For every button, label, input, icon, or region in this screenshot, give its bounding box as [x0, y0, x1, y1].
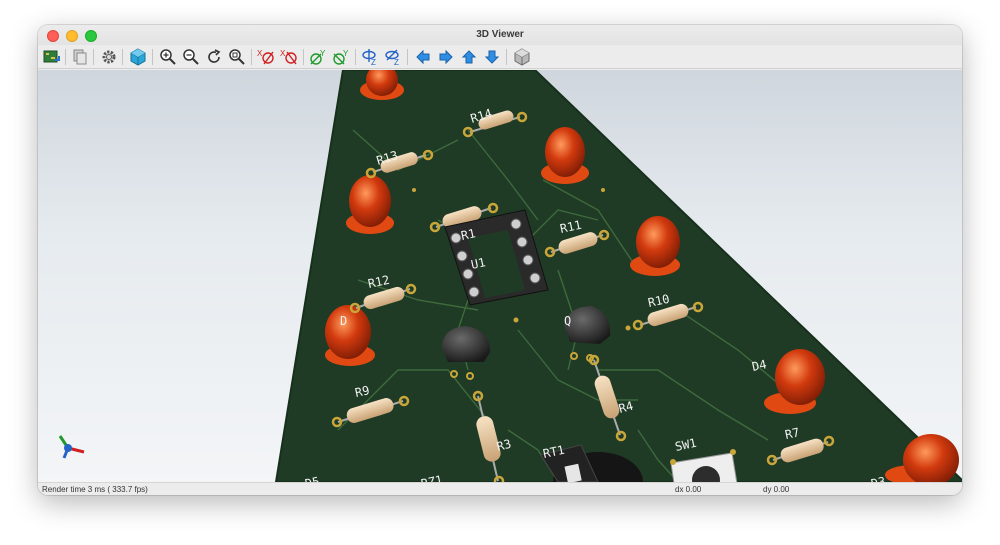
label-r9: R9 [354, 383, 371, 400]
move-down-button[interactable] [482, 47, 502, 67]
zoom-out-icon [183, 49, 199, 65]
thermistor-rt1 [540, 444, 643, 482]
resistor-r3 [472, 390, 505, 482]
arrow-up-icon [461, 50, 477, 64]
label-r4: R4 [617, 399, 635, 416]
render-time-text: Render time 3 ms ( 333.7 fps) [42, 485, 148, 494]
window-title: 3D Viewer [476, 29, 524, 40]
redraw-icon [208, 49, 221, 63]
resistor-r14 [462, 110, 528, 138]
resistor-r7 [766, 435, 835, 466]
label-r13: R13 [375, 148, 400, 168]
zoom-in-button[interactable] [158, 47, 178, 67]
svg-text:Y: Y [343, 49, 349, 58]
gear-icon [102, 50, 116, 64]
title-bar: 3D Viewer [38, 25, 962, 45]
led-d7 [630, 216, 680, 276]
rotate-x-ccw-button[interactable]: X [279, 47, 299, 67]
svg-text:Z: Z [394, 58, 399, 66]
label-d2: D [340, 314, 347, 328]
3d-viewer-window: 3D Viewer [38, 25, 962, 495]
resistor-r13 [365, 149, 434, 179]
led-d8 [541, 127, 589, 184]
preferences-button[interactable] [99, 47, 119, 67]
label-rz1: RZ1 [420, 473, 444, 482]
label-rt1: RT1 [542, 443, 566, 461]
rotate-x-ccw-icon: X [280, 49, 297, 65]
maximize-window-button[interactable] [85, 30, 97, 42]
led-d6 [346, 175, 394, 234]
resistor-r1 [429, 202, 499, 233]
move-up-button[interactable] [459, 47, 479, 67]
pcb-3d-view[interactable]: R14 R13 R1 R11 U1 R12 R10 Q D R9 R4 R3 D… [38, 70, 962, 482]
label-u1: U1 [470, 255, 487, 272]
copy-image-button[interactable] [70, 47, 90, 67]
label-d4: D4 [751, 357, 768, 374]
ortho-cube-icon [514, 48, 530, 66]
zoom-fit-button[interactable] [227, 47, 247, 67]
transistor-q2 [442, 326, 490, 380]
copy-icon [73, 49, 87, 65]
toolbar: X X Y Y [38, 45, 962, 69]
rotate-y-cw-button[interactable]: Y [308, 47, 328, 67]
transistor-q1 [564, 306, 611, 362]
label-r12: R12 [367, 273, 391, 291]
rotate-z-cw-button[interactable]: Z [360, 47, 380, 67]
led-d2 [325, 305, 375, 366]
label-r3: R3 [495, 437, 513, 454]
reload-board-button[interactable] [42, 47, 62, 67]
rotate-x-cw-icon: X [257, 49, 274, 65]
rotate-y-ccw-button[interactable]: Y [331, 47, 351, 67]
resistor-r9 [331, 395, 410, 428]
svg-text:Z: Z [371, 58, 376, 66]
resistor-r12 [349, 283, 417, 314]
resistor-r11 [544, 229, 610, 258]
label-q1: Q [564, 314, 571, 328]
dy-readout: dy 0.00 [763, 485, 790, 494]
vias [412, 188, 631, 331]
label-r1: R1 [460, 226, 477, 243]
rotate-z-cw-icon: Z [362, 49, 376, 66]
label-d3: D3 [870, 474, 887, 482]
label-r7: R7 [784, 425, 801, 442]
close-window-button[interactable] [47, 30, 59, 42]
svg-text:X: X [257, 49, 263, 58]
svg-text:X: X [280, 49, 286, 58]
arrow-right-icon [439, 49, 453, 65]
zoom-fit-icon [229, 49, 245, 65]
led-d-top [360, 70, 404, 100]
label-r11: R11 [559, 218, 583, 236]
rotate-x-cw-button[interactable]: X [256, 47, 276, 67]
move-left-button[interactable] [413, 47, 433, 67]
label-sw1: SW1 [674, 436, 698, 454]
axis-gizmo-icon [58, 435, 85, 459]
rotate-y-ccw-icon: Y [333, 49, 349, 65]
3d-viewport[interactable]: R14 R13 R1 R11 U1 R12 R10 Q D R9 R4 R3 D… [38, 70, 962, 482]
switch-sw1 [670, 449, 738, 482]
ic-socket-u1 [444, 209, 549, 306]
status-bar: Render time 3 ms ( 333.7 fps) dx 0.00 dy… [38, 482, 962, 495]
raytracing-button[interactable] [128, 47, 148, 67]
led-d3 [885, 434, 959, 482]
cube-icon [130, 48, 146, 66]
redraw-button[interactable] [204, 47, 224, 67]
resistor-r10 [632, 301, 704, 331]
zoom-out-button[interactable] [181, 47, 201, 67]
led-d4 [764, 349, 825, 414]
svg-text:Y: Y [320, 49, 326, 58]
label-r14: R14 [469, 106, 494, 126]
rotate-z-ccw-button[interactable]: Z [383, 47, 403, 67]
zoom-in-icon [160, 49, 176, 65]
ortho-view-button[interactable] [512, 47, 532, 67]
move-right-button[interactable] [436, 47, 456, 67]
dx-readout: dx 0.00 [675, 485, 702, 494]
arrow-down-icon [484, 50, 500, 64]
rotate-z-ccw-icon: Z [385, 49, 399, 66]
rotate-y-cw-icon: Y [310, 49, 326, 65]
reload-board-icon [43, 50, 60, 63]
minimize-window-button[interactable] [66, 30, 78, 42]
arrow-left-icon [416, 49, 430, 65]
label-r10: R10 [647, 292, 671, 310]
label-d5: D5 [304, 474, 321, 482]
